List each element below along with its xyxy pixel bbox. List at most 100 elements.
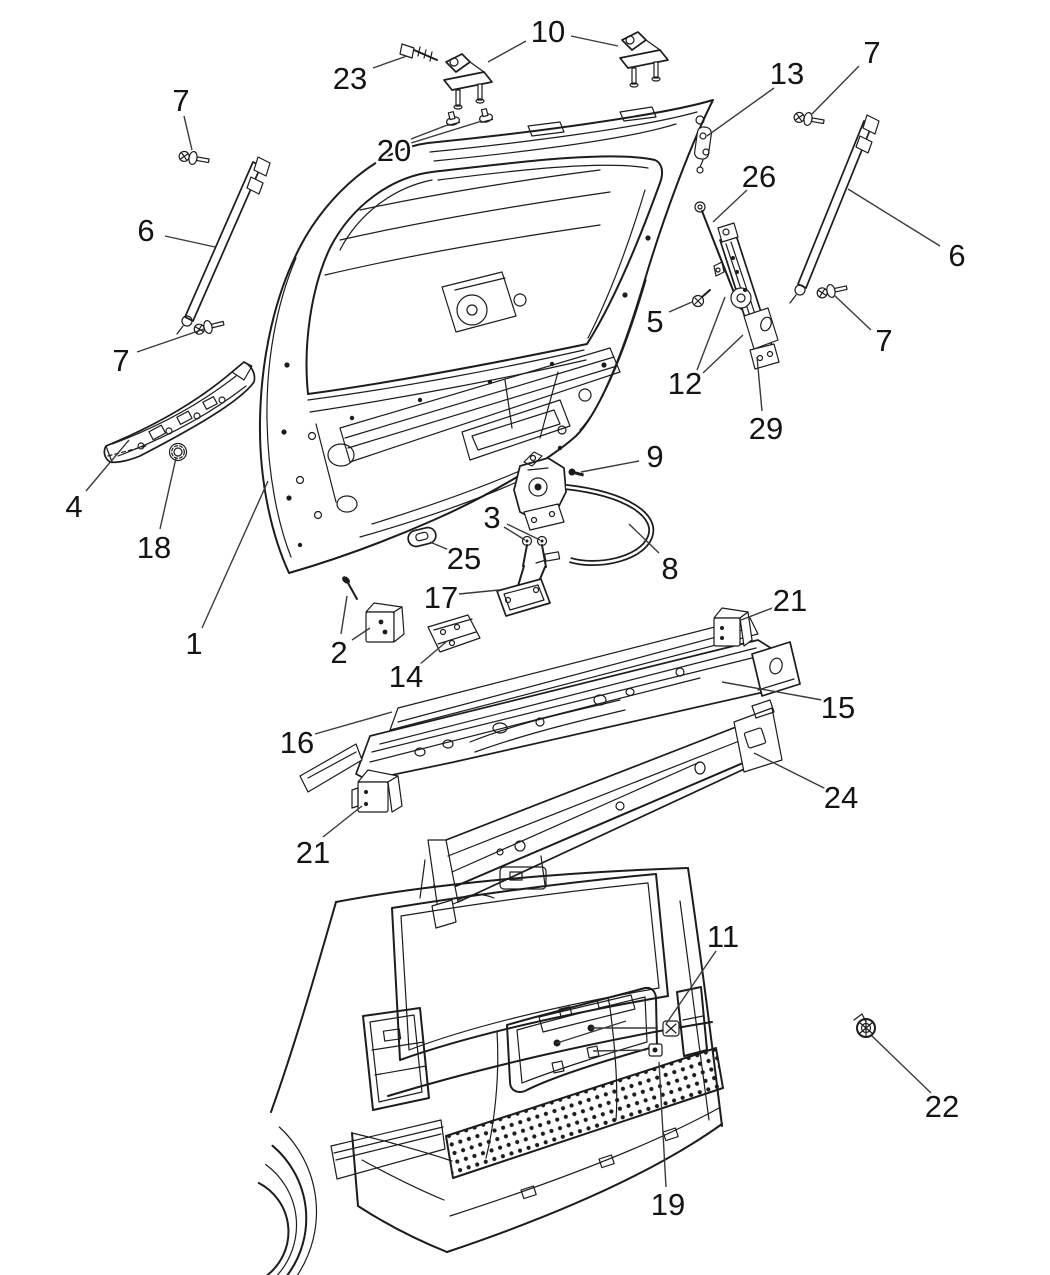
leader-line-22 [871,1035,932,1094]
striker-bolts-3 [521,535,548,568]
clip-20-a [446,111,461,126]
striker-17 [496,565,551,617]
leader-line-26 [712,189,748,223]
block-21-right [713,607,753,647]
nut-18 [168,442,188,462]
hinge-10-left [443,53,493,110]
leader-line-11 [665,950,717,1025]
gas-strut-right [789,114,880,304]
callout-8: 8 [661,551,678,586]
leader-line-18 [159,457,177,530]
bracket-13 [694,126,712,174]
callout-5: 5 [646,304,663,339]
callout-12: 12 [668,366,702,401]
callout-10: 10 [531,14,565,49]
leader-line-2 [351,627,371,641]
liftgate-inner-panel [258,99,714,574]
callout-16: 16 [280,725,314,760]
leader-line-9 [580,460,640,473]
leader-line-20 [410,120,483,144]
leader-line-20 [410,123,451,140]
leader-line-21-left [322,805,363,838]
leader-line-12 [702,334,744,374]
leader-line-7-mid-right [833,294,872,331]
leader-line-3 [503,526,526,541]
leader-line-16 [314,711,393,735]
callout-7-top-right: 7 [863,35,880,70]
leader-line-29 [756,356,763,412]
leader-line-3 [506,523,541,541]
callout-18: 18 [137,530,171,565]
leader-line-10 [487,40,527,63]
clip-11 [662,1020,680,1037]
leader-line-25 [429,541,450,551]
callout-25: 25 [447,541,481,576]
pushpin-clip-7-top-left [178,150,210,166]
callout-6-left: 6 [137,213,154,248]
leader-line-23 [372,55,408,69]
leader-line-15 [721,681,823,701]
leader-line-8 [628,523,660,554]
pushpin-clip-7-mid-right [816,283,848,299]
callout-20: 20 [377,133,411,168]
callout-11: 11 [707,919,739,954]
hinge-10-right [619,31,669,88]
bracket-14 [427,614,481,653]
callout-21-right: 21 [773,583,807,618]
clip-20-b [479,108,494,123]
leader-line-24 [753,752,827,790]
latch-screw-9 [568,468,584,477]
leader-line-6-left [164,235,216,248]
van-rear-view [257,855,724,1275]
leader-line-5 [668,301,693,313]
pushpin-clip-7-mid-left [193,320,225,335]
leader-line-4 [85,439,130,492]
callout-13: 13 [770,56,804,91]
lower-sill-24 [427,699,783,929]
gas-strut-left [176,156,271,335]
callout-14: 14 [389,659,423,694]
callout-26: 26 [742,159,776,194]
callout-21-left: 21 [296,835,330,870]
callout-7-mid-right: 7 [875,323,892,358]
leader-line-1 [201,480,269,629]
callout-17: 17 [424,580,458,615]
block-21-left [351,769,403,813]
callout-6-right: 6 [948,238,965,273]
clip-22 [853,1013,876,1038]
leader-line-14 [418,641,447,666]
leader-line-10 [570,35,619,47]
grommet-25 [407,526,437,548]
clip-5 [691,289,711,308]
callout-1: 1 [185,626,202,661]
actuator-assembly-12-29 [713,222,780,370]
callout-layer: 2310137762026657712294918832517211421161… [63,12,968,1225]
leader-line-2 [340,595,348,635]
callout-23: 23 [333,61,367,96]
callout-24: 24 [824,780,858,815]
leader-line-17 [458,589,500,595]
callout-22: 22 [925,1089,959,1124]
callout-15: 15 [821,690,855,725]
pushpin-clip-7-top-right [793,111,825,127]
latch-assembly [513,451,567,531]
bolt-23 [399,43,438,62]
leader-line-12 [696,296,726,371]
sill-bracket-15 [751,641,801,697]
screw-2 [342,576,358,600]
callout-19: 19 [651,1187,685,1222]
callout-9: 9 [646,439,663,474]
bumper-block-2 [365,602,405,643]
callout-4: 4 [65,489,82,524]
leader-line-21-right [740,606,776,621]
callout-7-top-left: 7 [172,83,189,118]
callout-2: 2 [330,635,347,670]
leader-line-7-top-right [811,65,860,115]
leader-line-19 [658,1061,667,1188]
leader-line-13 [706,87,775,137]
leader-line-6-right [847,188,941,247]
callout-3: 3 [483,500,500,535]
clip-19 [648,1043,663,1057]
